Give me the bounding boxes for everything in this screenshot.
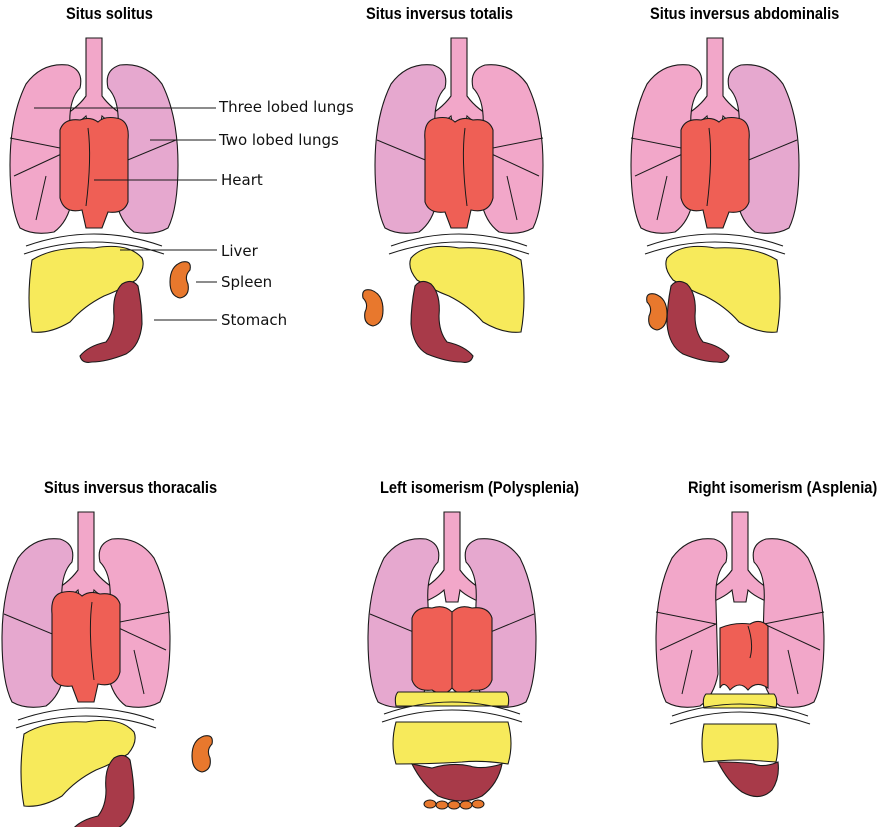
panel-situs-solitus xyxy=(9,37,191,363)
panel-title-situs-inversus-totalis: Situs inversus totalis xyxy=(366,4,514,23)
spleen xyxy=(169,261,191,299)
panel-situs-inversus-thoracalis xyxy=(1,511,213,827)
panel-right-isomerism xyxy=(655,511,825,798)
panel-title-left-isomerism: Left isomerism (Polysplenia) xyxy=(380,478,580,497)
panel-title-situs-inversus-abdominalis: Situs inversus abdominalis xyxy=(650,4,840,23)
panel-title-right-isomerism: Right isomerism (Asplenia) xyxy=(688,478,878,497)
label-heart: Heart xyxy=(221,171,263,189)
label-liver: Liver xyxy=(221,242,258,260)
panel-situs-inversus-totalis xyxy=(362,37,544,363)
panel-title-situs-solitus: Situs solitus xyxy=(66,4,153,23)
label-stomach: Stomach xyxy=(221,311,288,329)
label-two-lobed-lungs: Two lobed lungs xyxy=(219,131,339,149)
label-spleen: Spleen xyxy=(221,273,273,291)
polysplenia-spleens xyxy=(423,799,485,810)
leader-lines xyxy=(34,107,217,321)
panel-left-isomerism xyxy=(367,511,537,810)
label-three-lobed-lungs: Three lobed lungs xyxy=(219,98,354,116)
panel-situs-inversus-abdominalis xyxy=(630,37,800,363)
panel-title-situs-inversus-thoracalis: Situs inversus thoracalis xyxy=(44,478,218,497)
heart xyxy=(59,116,129,229)
